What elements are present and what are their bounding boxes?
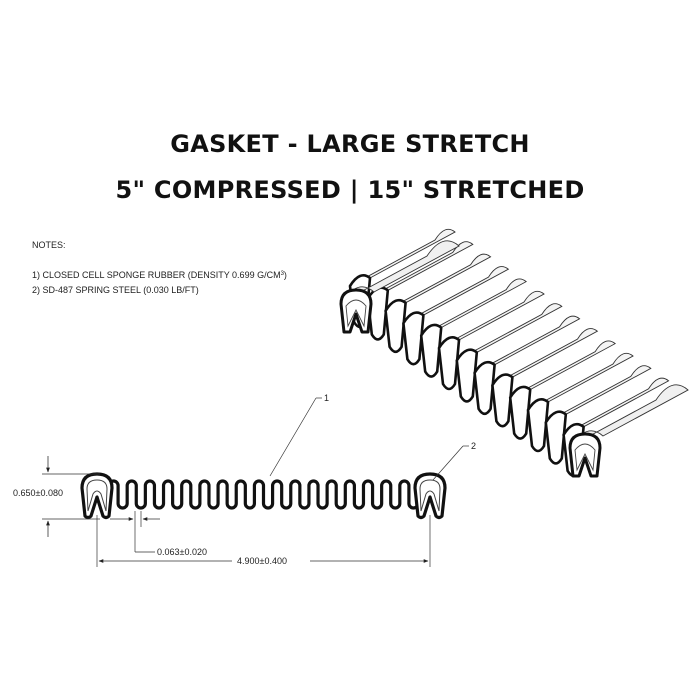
pleat-front-profile <box>419 323 443 378</box>
diagram-subtitle: 5" COMPRESSED | 15" STRETCHED <box>115 176 585 204</box>
right-end-bulb <box>413 472 447 520</box>
note-1-text: 1) CLOSED CELL SPONGE RUBBER (DENSITY 0.… <box>32 270 281 280</box>
callout-2: 2 <box>432 441 476 481</box>
isometric-back-end-cap <box>339 240 460 334</box>
isometric-pleat <box>419 278 528 378</box>
pleat-front-profile <box>384 298 407 354</box>
callout-2-label: 2 <box>471 441 476 451</box>
end-cap-inner <box>345 299 367 328</box>
isometric-pleat <box>526 352 634 453</box>
left-end-bulb <box>80 472 114 520</box>
callout-1-label: 1 <box>324 393 329 403</box>
isometric-pleat <box>473 315 581 416</box>
length-dimension: 4.900±0.400 <box>96 515 431 567</box>
pleat-front-profile <box>526 398 550 453</box>
pleat-front-profile <box>508 385 532 440</box>
notes-heading: NOTES: <box>32 240 66 250</box>
isometric-pleat <box>544 365 652 465</box>
callout-1: 1 <box>269 393 329 477</box>
diagram-title: GASKET - LARGE STRETCH <box>170 130 530 158</box>
rubber-bulb-inner <box>419 479 441 512</box>
note-1-suffix: ) <box>283 270 287 280</box>
length-dimension-label: 4.900±0.400 <box>237 556 287 566</box>
note-1-superscript: 3 <box>280 271 284 277</box>
height-dimension: 0.650±0.080 <box>13 456 100 537</box>
pleat-front-profile <box>455 348 479 403</box>
pleat-front-profile <box>473 360 496 416</box>
height-dimension-label: 0.650±0.080 <box>13 488 63 498</box>
pleat-front-profile <box>402 311 425 366</box>
isometric-pleat <box>455 303 563 403</box>
rubber-bulb-inner <box>86 479 108 512</box>
gasket-isometric-view <box>339 228 689 478</box>
spring-steel-strip <box>107 479 420 510</box>
thickness-dimension: 0.063±0.020 <box>110 511 207 557</box>
isometric-front-end-cap <box>568 384 689 478</box>
note-item-1: 1) CLOSED CELL SPONGE RUBBER (DENSITY 0.… <box>32 270 287 280</box>
isometric-pleat <box>491 328 599 428</box>
end-cap-inner <box>574 443 596 472</box>
note-item-2: 2) SD-487 SPRING STEEL (0.030 LB/FT) <box>32 285 199 295</box>
pleat-front-profile <box>491 373 514 428</box>
isometric-pleat <box>437 290 545 391</box>
thickness-dimension-label: 0.063±0.020 <box>157 547 207 557</box>
isometric-pleat <box>508 340 617 440</box>
gasket-front-view <box>80 472 447 520</box>
isometric-pleat <box>384 253 492 354</box>
isometric-pleat <box>402 266 510 366</box>
pleat-front-profile <box>544 410 568 465</box>
pleat-front-profile <box>437 336 461 391</box>
